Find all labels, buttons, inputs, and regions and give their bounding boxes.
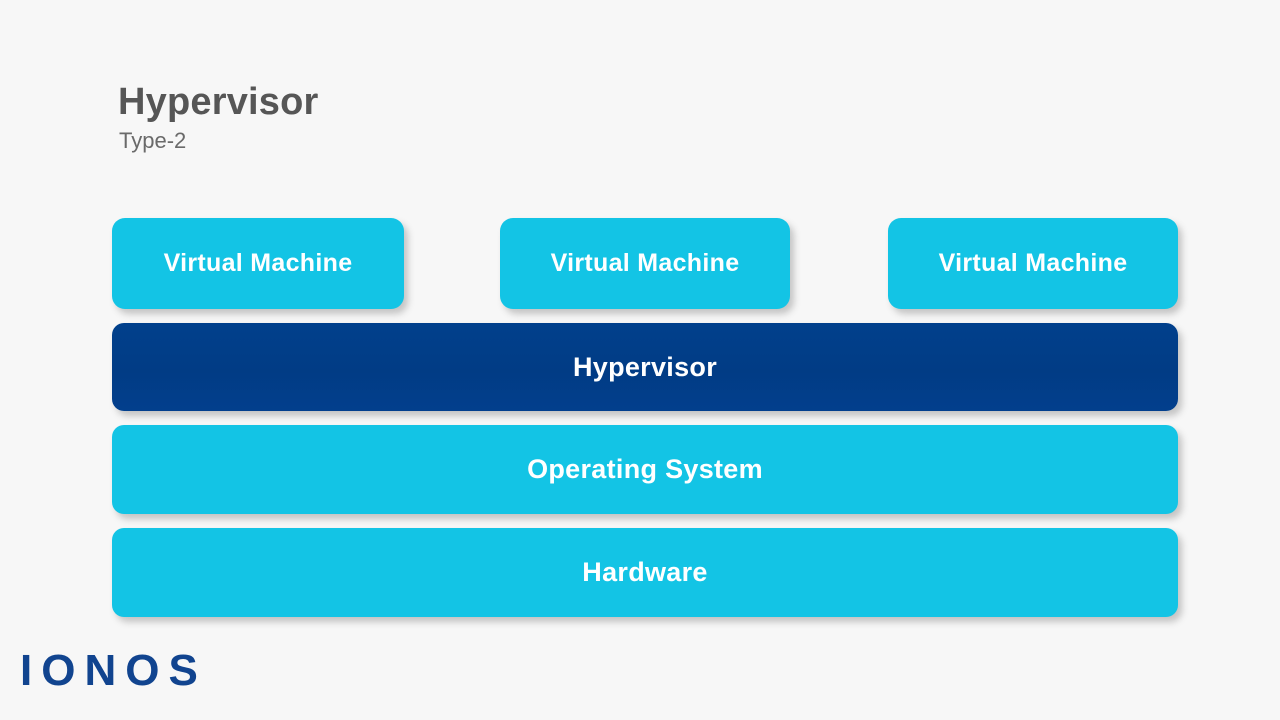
- ionos-logo: IONOS: [20, 646, 207, 695]
- virtual-machine-label-1: Virtual Machine: [163, 249, 353, 277]
- hardware-layer-box: Hardware: [112, 528, 1178, 617]
- virtual-machine-label-3: Virtual Machine: [938, 249, 1128, 277]
- operating-system-layer-label: Operating System: [527, 454, 763, 484]
- virtual-machine-label-2: Virtual Machine: [550, 249, 740, 277]
- page-subtitle: Type-2: [119, 128, 187, 153]
- hypervisor-layer-box: Hypervisor: [112, 323, 1178, 411]
- operating-system-layer-box: Operating System: [112, 425, 1178, 514]
- heading-block: Hypervisor Type-2: [118, 78, 319, 155]
- virtual-machine-box-2: Virtual Machine: [500, 218, 790, 309]
- virtual-machine-box-3: Virtual Machine: [888, 218, 1178, 309]
- hardware-layer-label: Hardware: [582, 557, 708, 587]
- virtual-machine-box-1: Virtual Machine: [112, 218, 404, 309]
- hypervisor-layer-label: Hypervisor: [572, 351, 718, 382]
- page-title: Hypervisor: [118, 81, 319, 123]
